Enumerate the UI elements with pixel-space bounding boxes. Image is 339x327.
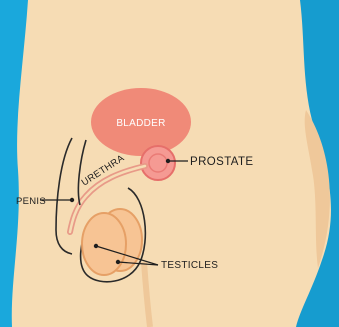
penis-leader-dot bbox=[70, 198, 74, 202]
testicle-front bbox=[82, 213, 126, 275]
prostate-label: PROSTATE bbox=[190, 156, 253, 168]
prostate-inner bbox=[149, 154, 167, 172]
testicles-label: TESTICLES bbox=[161, 260, 218, 271]
testicles-leader-dot-2 bbox=[116, 260, 120, 264]
prostate-leader-dot bbox=[166, 159, 170, 163]
testicles-leader-dot-1 bbox=[94, 244, 98, 248]
penis-label: PENIS bbox=[16, 196, 46, 207]
bladder-label: BLADDER bbox=[116, 118, 165, 129]
